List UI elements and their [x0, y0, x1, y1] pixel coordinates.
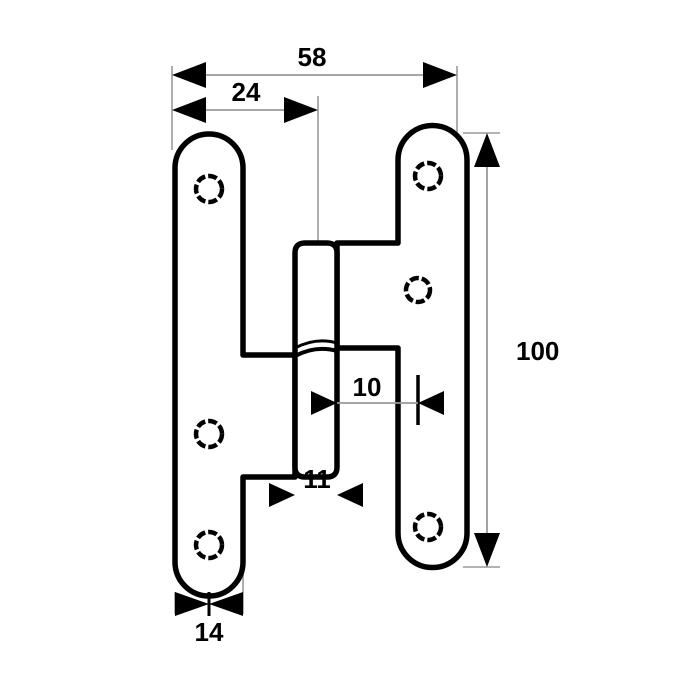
- hinge-knuckle-pin: [292, 240, 340, 480]
- screw-hole-right-bottom: [412, 511, 444, 543]
- knuckle-split-line-upper: [294, 339, 338, 350]
- knuckle-split-line-lower: [294, 346, 338, 358]
- dimension-label-58: 58: [298, 42, 327, 72]
- dimension-overall-width: 58: [172, 42, 457, 88]
- arrow-11-right: [337, 483, 363, 507]
- screw-hole-right-middle: [403, 275, 433, 305]
- arrow-100-top: [474, 133, 500, 167]
- dimension-label-11: 11: [303, 464, 331, 494]
- screw-hole-left-bottom: [193, 529, 225, 561]
- arrow-58-right: [423, 62, 457, 88]
- dimension-left-leaf-to-knuckle-width: 24: [172, 77, 318, 123]
- arrow-24-left: [172, 97, 206, 123]
- arrow-10-right: [418, 391, 444, 415]
- arrow-14-left: [175, 592, 209, 616]
- dimension-knuckle-offset-width: 10: [311, 372, 444, 425]
- screw-holes-group: [193, 160, 444, 561]
- dimension-label-14: 14: [195, 617, 224, 647]
- arrow-10-left: [311, 391, 337, 415]
- arrow-100-bottom: [474, 533, 500, 567]
- dimension-label-24: 24: [232, 77, 261, 107]
- dimension-overall-height: 100: [474, 133, 559, 567]
- arrow-24-right: [284, 97, 318, 123]
- arrow-58-left: [172, 62, 206, 88]
- arrow-11-left: [269, 483, 295, 507]
- dimension-leaf-thickness: 14: [175, 592, 243, 647]
- left-hinge-leaf: [172, 131, 298, 599]
- screw-hole-left-middle: [193, 418, 225, 450]
- screw-hole-right-top: [412, 160, 444, 192]
- dimension-knuckle-width: 11: [269, 464, 363, 507]
- dimension-label-10: 10: [353, 372, 382, 402]
- dimension-label-100: 100: [516, 336, 559, 366]
- right-hinge-leaf: [334, 122, 470, 571]
- screw-hole-left-top: [193, 173, 225, 205]
- arrow-14-right: [209, 592, 243, 616]
